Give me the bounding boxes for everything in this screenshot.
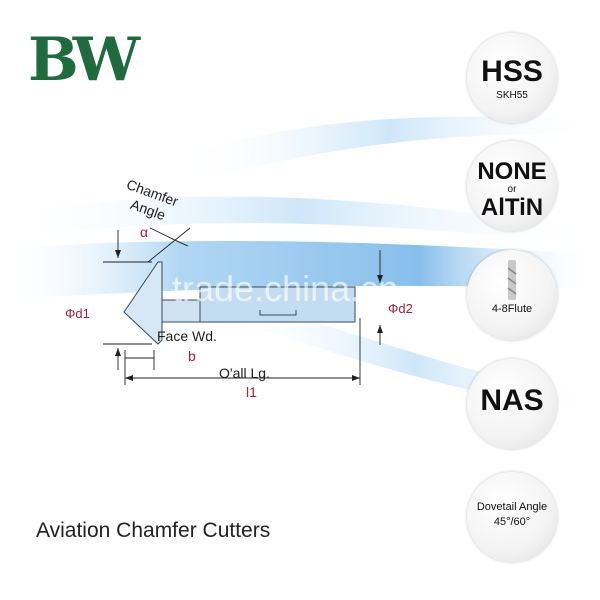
product-caption: Aviation Chamfer Cutters xyxy=(36,519,271,542)
badge-coating-or: or xyxy=(507,184,517,195)
b-label: b xyxy=(188,348,196,364)
badge-hss-sub: SKH55 xyxy=(496,90,528,101)
badge-dovetail: Dovetail Angle 45°/60° xyxy=(467,472,557,562)
d1-label: Φd1 xyxy=(65,306,90,321)
badge-hss-text: HSS xyxy=(481,55,543,88)
alpha-symbol: α xyxy=(140,224,149,240)
badge-nas-text: NAS xyxy=(480,384,544,417)
badge-material: HSS SKH55 xyxy=(467,33,557,123)
cutter-shank xyxy=(199,286,356,323)
badge-flutes: 4-8Flute xyxy=(467,250,557,340)
flute-icon xyxy=(507,260,517,300)
d2-label: Φd2 xyxy=(388,301,413,316)
badge-coating-bottom: AlTiN xyxy=(480,194,544,221)
brand-logo: BW xyxy=(28,25,140,95)
l1-label: l1 xyxy=(246,384,257,400)
badge-standard: NAS xyxy=(467,359,557,449)
badge-dovetail-line2: 45°/60° xyxy=(493,516,531,529)
overall-length-label: O'all Lg. xyxy=(219,365,270,381)
face-width-label: Face Wd. xyxy=(157,328,217,344)
badge-dovetail-line1: Dovetail Angle xyxy=(476,501,548,513)
badge-coating: NONE or AlTiN xyxy=(467,141,557,231)
watermark: trade.china.cn xyxy=(172,268,399,309)
badge-flutes-text: 4-8Flute xyxy=(491,303,533,315)
badge-coating-top: NONE xyxy=(477,158,547,185)
